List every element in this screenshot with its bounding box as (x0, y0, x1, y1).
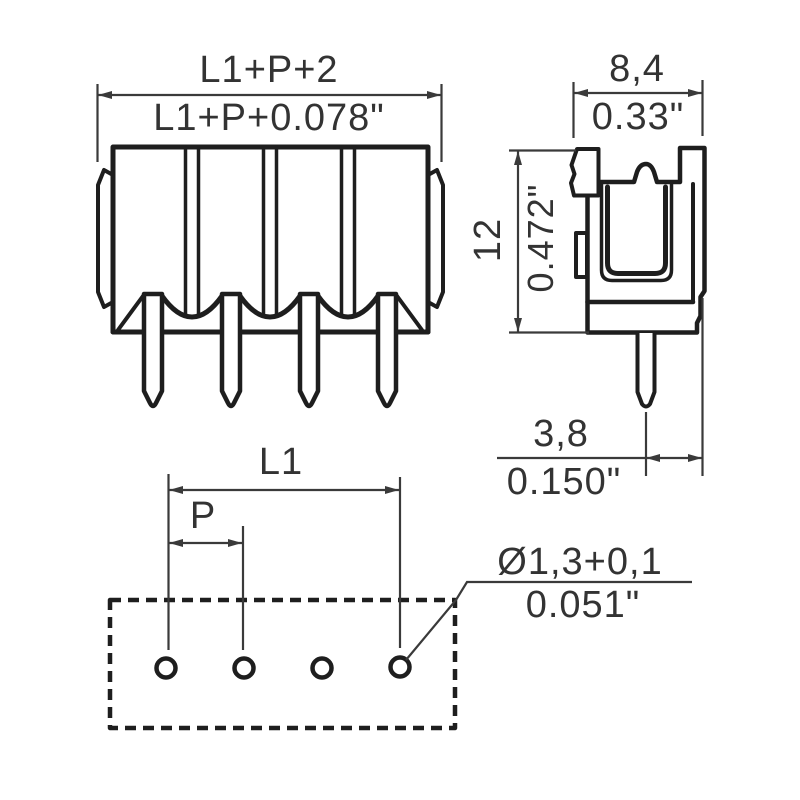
dim-pitch-label: P (190, 495, 216, 537)
dim-height-metric-label: 12 (467, 218, 509, 262)
arrowhead-right (228, 539, 242, 547)
arrowhead-right (688, 454, 702, 462)
side-body (585, 145, 707, 335)
front-pin-3 (297, 291, 321, 409)
arrowhead-left (98, 91, 112, 99)
dim-hole-diameter-imperial-label: 0.051" (526, 584, 641, 626)
arrowhead-right (688, 89, 702, 97)
side-left-latch (569, 147, 601, 198)
dim-hole-diameter-metric-label: Ø1,3+0,1 (497, 541, 662, 583)
arrowhead-left (646, 454, 660, 462)
arrowhead-right (385, 486, 399, 494)
front-scallop-arcs (159, 293, 381, 320)
dim-depth-imperial-label: 0.33" (592, 96, 684, 138)
front-divider-lines (183, 147, 357, 317)
dim-depth: 8,4 0.33" (572, 48, 704, 138)
side-pin (635, 331, 657, 409)
front-body (110, 144, 431, 335)
dim-overall-width-imperial-label: L1+P+0.078" (153, 97, 385, 139)
arrowhead-right (427, 91, 441, 99)
side-view (569, 145, 707, 409)
dim-depth-metric-label: 8,4 (609, 48, 665, 90)
front-pin-4 (375, 291, 399, 409)
front-corner-chamfers (116, 294, 424, 332)
footprint-hole-4 (388, 655, 412, 679)
extension-lines (167, 474, 402, 650)
dimension-annotations: L1+P+2 L1+P+0.078" 8,4 0.33" 12 0.472" (96, 48, 704, 650)
arrowhead-left (574, 89, 588, 97)
extension-lines (509, 149, 589, 334)
dim-pin-to-edge: 3,8 0.150" (497, 298, 704, 503)
arrowhead-left (169, 539, 183, 547)
footprint-view (107, 580, 692, 731)
footprint-outline (107, 597, 458, 731)
dim-pitch: P (168, 495, 245, 650)
front-pin-2 (219, 291, 243, 409)
extension-lines (572, 80, 704, 138)
footprint-hole-2 (232, 656, 256, 680)
dim-height-imperial-label: 0.472" (520, 184, 561, 293)
front-pin-1 (141, 291, 165, 409)
dim-pitch-span: L1 (167, 441, 402, 650)
side-slot-inner (605, 184, 668, 276)
arrowhead-bottom (514, 318, 522, 332)
front-view (96, 144, 445, 409)
hole-leader-line (405, 580, 692, 661)
footprint-hole-3 (310, 656, 334, 680)
arrowhead-top (514, 151, 522, 165)
dim-hole-diameter: Ø1,3+0,1 0.051" (497, 541, 662, 626)
arrowhead-left (169, 486, 183, 494)
extension-lines (96, 84, 443, 162)
dim-pin-to-edge-imperial-label: 0.150" (507, 461, 622, 503)
side-slot-outer (599, 182, 674, 283)
dim-pitch-span-label: L1 (259, 441, 303, 483)
dim-pin-to-edge-metric-label: 3,8 (533, 413, 589, 455)
footprint-hole-1 (154, 656, 178, 680)
dim-overall-width: L1+P+2 L1+P+0.078" (96, 49, 443, 162)
dim-height: 12 0.472" (467, 149, 589, 334)
dim-overall-width-metric-label: L1+P+2 (199, 49, 338, 91)
